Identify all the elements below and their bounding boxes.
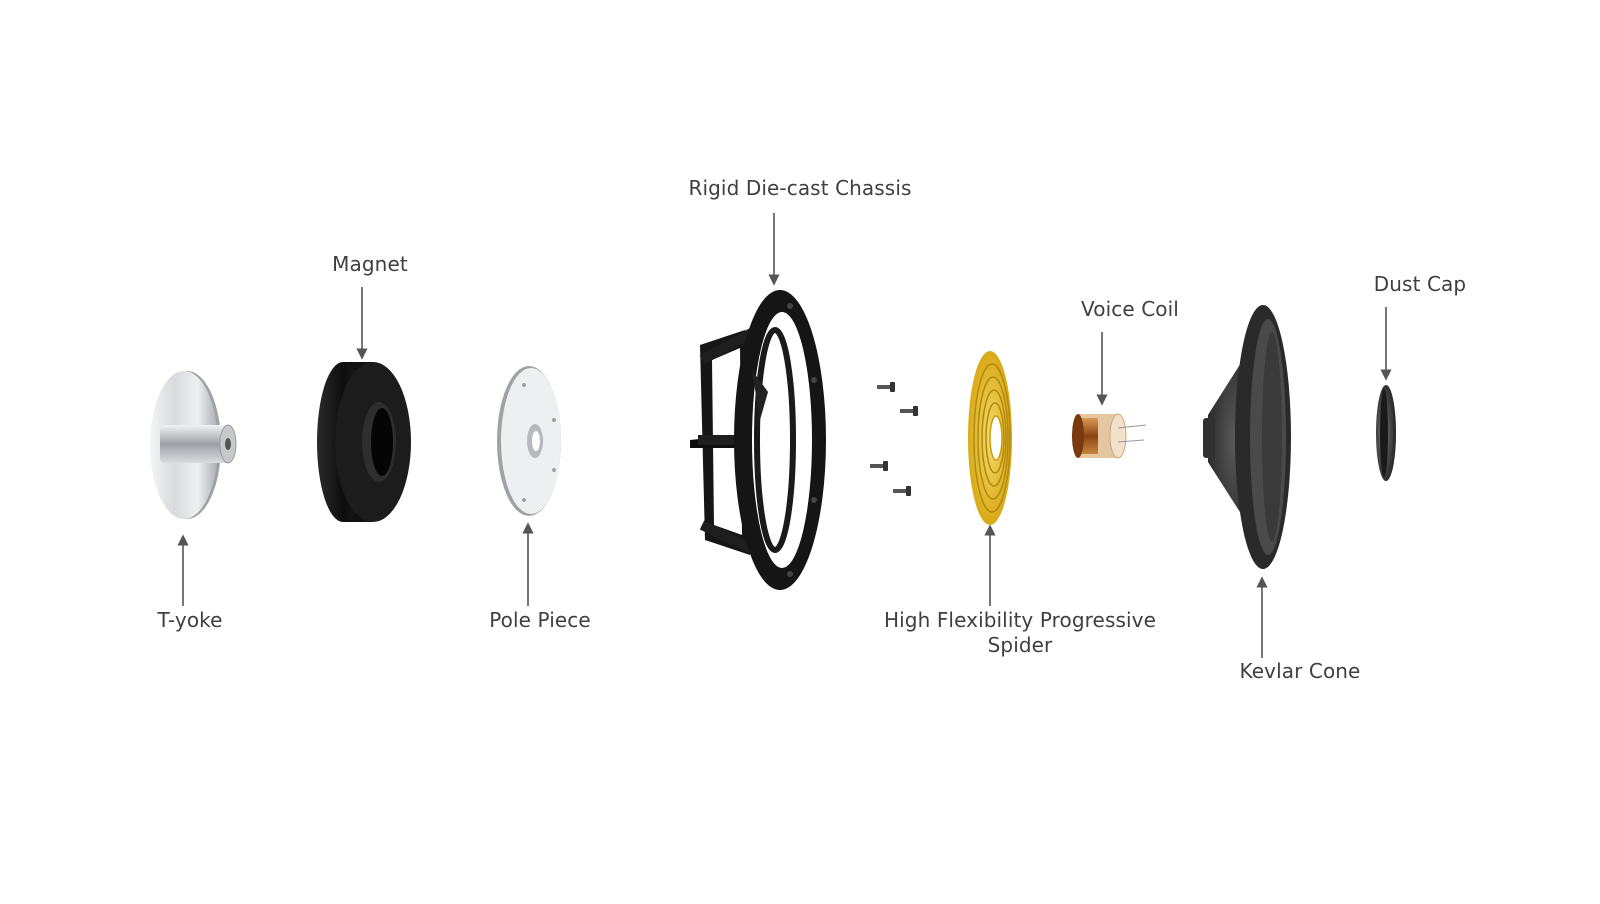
label-chassis: Rigid Die-cast Chassis [688, 176, 912, 200]
kevlar-cone-part [1203, 305, 1291, 569]
spider-part [968, 351, 1012, 525]
voice-coil-part [1072, 413, 1147, 459]
label-t-yoke: T-yoke [157, 608, 223, 632]
pole-piece-part [497, 366, 561, 516]
dust-cap-part [1376, 385, 1396, 481]
label-pole-piece: Pole Piece [489, 608, 591, 632]
callout-arrows [177, 213, 1392, 658]
magnet-part [317, 362, 411, 522]
t-yoke-part [150, 371, 237, 519]
label-magnet: Magnet [332, 252, 408, 276]
chassis-part [690, 290, 826, 590]
label-kevlar-cone: Kevlar Cone [1239, 659, 1361, 683]
label-voice-coil: Voice Coil [1081, 297, 1179, 321]
label-dust-cap: Dust Cap [1373, 272, 1467, 296]
screws-part [870, 382, 918, 496]
label-spider: High Flexibility Progressive Spider [884, 608, 1156, 657]
